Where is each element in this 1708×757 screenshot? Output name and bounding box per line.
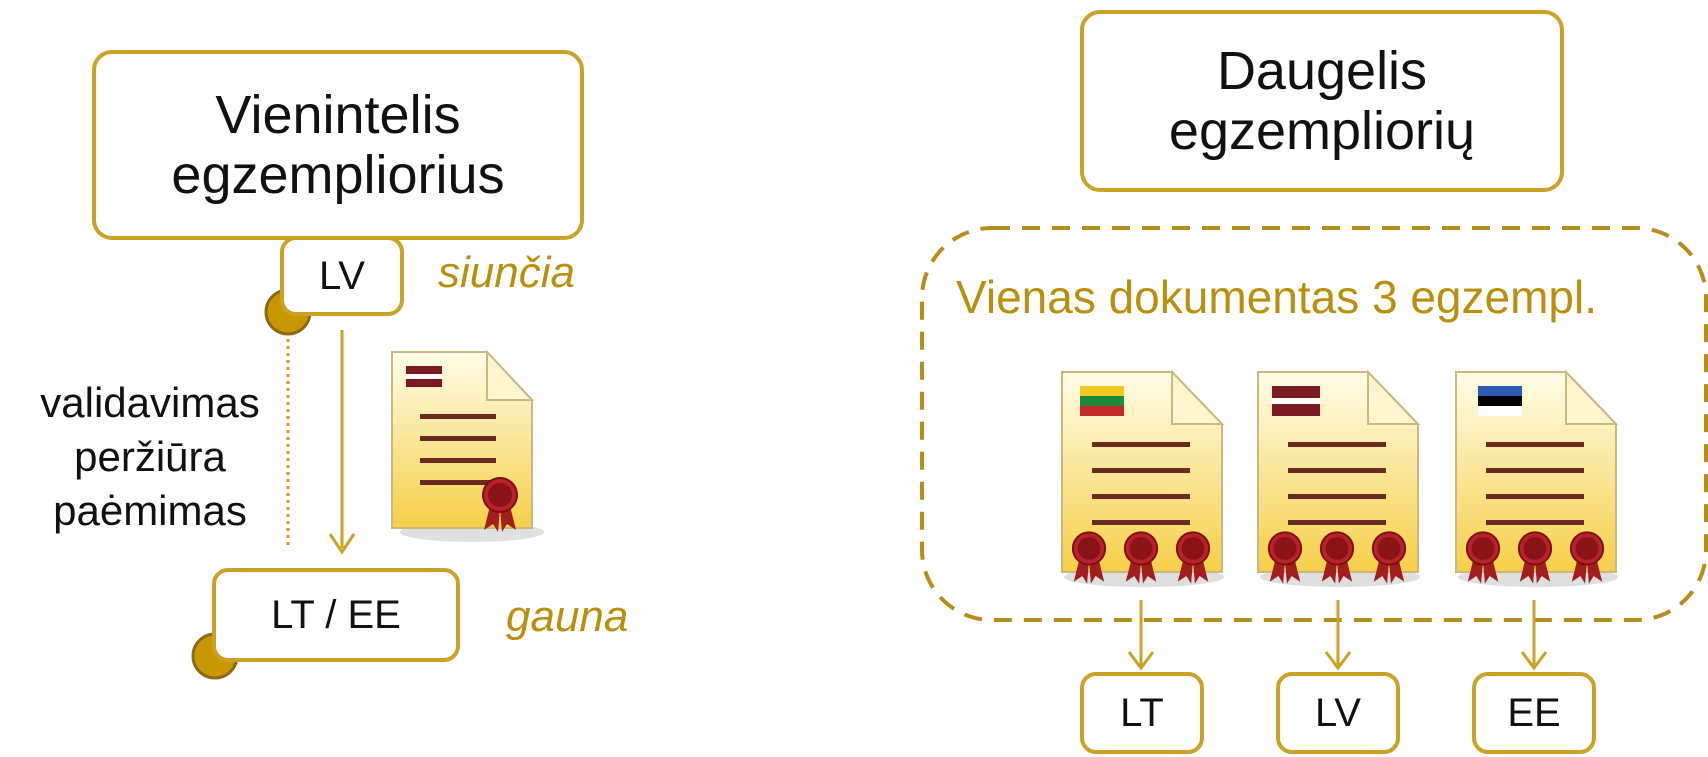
document-ee-icon	[1455, 369, 1619, 587]
multi-copy-group	[920, 226, 1708, 622]
group-label: Vienas dokumentas 3 egzempl.	[956, 271, 1597, 323]
action-list: validavimas peržiūra paėmimas	[10, 376, 290, 537]
single-copy-title: Vienintelis egzempliorius	[171, 84, 505, 205]
sender-label: LV	[319, 253, 365, 298]
multi-copy-title: Daugelis egzempliorių	[1168, 40, 1476, 161]
receiver-role: gauna	[506, 592, 629, 641]
action-retrieval: paėmimas	[53, 486, 247, 534]
target-lt-label: LT	[1120, 690, 1164, 735]
target-ee-box: EE	[1472, 672, 1596, 754]
multi-copy-title-box: Daugelis egzempliorių	[1080, 10, 1564, 192]
target-lv-box: LV	[1276, 672, 1400, 754]
single-copy-title-box: Vienintelis egzempliorius	[92, 50, 584, 240]
document-lv-copy-icon	[1257, 369, 1421, 587]
receiver-label: LT / EE	[271, 592, 401, 637]
target-lv-label: LV	[1315, 690, 1361, 735]
receiver-box: LT / EE	[212, 568, 460, 662]
sender-role: siunčia	[438, 248, 575, 297]
document-lv-icon	[391, 349, 544, 542]
target-lt-box: LT	[1080, 672, 1204, 754]
sender-box: LV	[280, 236, 404, 316]
document-lt-icon	[1061, 369, 1225, 587]
action-validation: validavimas	[40, 379, 260, 426]
action-review: peržiūra	[74, 432, 226, 480]
target-ee-label: EE	[1507, 690, 1561, 735]
